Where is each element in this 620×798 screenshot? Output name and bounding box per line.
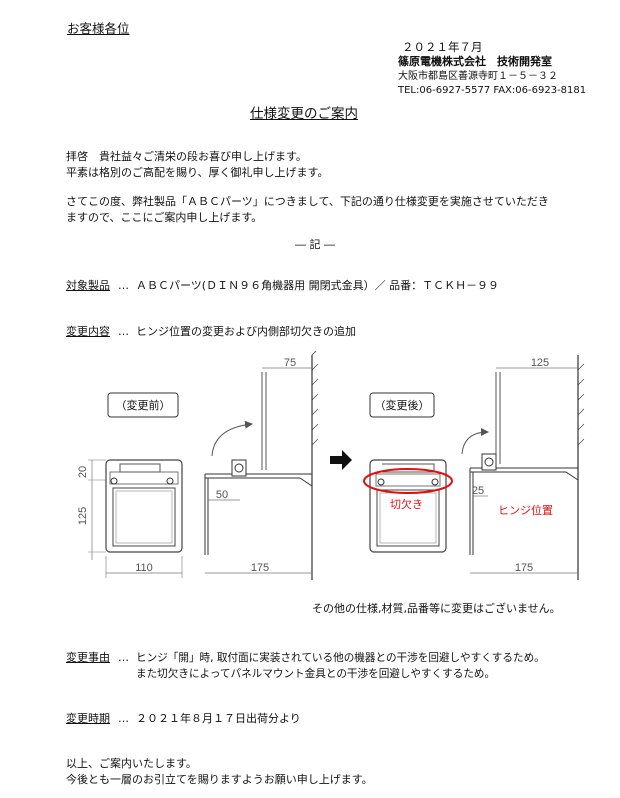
before-front-plate xyxy=(105,459,183,553)
dim-after-25: 25 xyxy=(472,485,484,497)
date: ２０２１年７月 xyxy=(402,40,483,54)
dim-before-175: 175 xyxy=(251,562,269,574)
company-address: 大阪市都島区善源寺町１－５－３２ xyxy=(398,71,558,82)
notch-label: 切欠き xyxy=(390,497,423,511)
change-label: 変更内容 xyxy=(66,325,110,338)
target-sep: … xyxy=(118,279,129,292)
reason-sep: … xyxy=(118,651,129,664)
greeting-line-2: 平素は格別のご高配を賜り、厚く御礼申し上げます。 xyxy=(66,166,329,179)
before-label: （変更前） xyxy=(116,398,171,412)
dim-after-175: 175 xyxy=(515,562,533,574)
intro-line-2: ますので、ここにご案内申し上げます。 xyxy=(66,211,263,224)
reason-label: 変更事由 xyxy=(66,651,110,664)
target-value: ＡＢＣパーツ(ＤＩＮ９６角機器用 開閉式金具）／ 品番：ＴＣＫＨ－９９ xyxy=(136,279,500,292)
company-name: 篠原電機株式会社 技術開発室 xyxy=(398,55,552,68)
timing-sep: … xyxy=(118,712,129,725)
dim-before-50: 50 xyxy=(216,489,228,501)
no-other-change-note: その他の仕様,材質,品番等に変更はございません。 xyxy=(312,602,561,615)
after-side-view: 125 25 175 xyxy=(461,355,585,580)
notch-highlight xyxy=(363,468,453,494)
spec-change-drawing: （変更前） 20 125 110 xyxy=(77,350,585,580)
timing-value: ２０２１年８月１７日出荷分より xyxy=(136,712,301,725)
before-label-box xyxy=(107,392,179,418)
ki-heading: ― 記 ― xyxy=(295,238,335,251)
addressee: お客様各位 xyxy=(67,21,130,36)
dim-before-75: 75 xyxy=(284,357,296,369)
reason-line-2: また切欠きによってパネルマウント金具との干渉を回避しやすくするため。 xyxy=(136,668,496,680)
closing-line-1: 以上、ご案内いたします。 xyxy=(66,757,197,770)
target-label: 対象製品 xyxy=(66,279,110,292)
after-view: （変更後） 切欠き 125 2 xyxy=(363,355,585,580)
greeting-line-1: 拝啓 貴社益々ご清栄の段お喜び申し上げます。 xyxy=(66,150,307,163)
page-title: 仕様変更のご案内 xyxy=(250,106,358,122)
after-front-plate xyxy=(369,459,447,553)
timing-label: 変更時期 xyxy=(66,712,110,725)
before-side-view: 75 50 175 xyxy=(204,350,319,580)
intro-line-1: さてこの度、弊社製品「ＡＢＣパーツ」につきまして、下記の通り仕様変更を実施させて… xyxy=(66,195,549,208)
before-view: （変更前） 20 125 110 xyxy=(77,350,319,580)
change-sep: … xyxy=(118,325,129,338)
after-label: （変更後） xyxy=(375,398,430,412)
dim-before-110: 110 xyxy=(135,562,153,574)
hinge-label: ヒンジ位置 xyxy=(498,503,553,517)
dim-after-125: 125 xyxy=(531,357,549,369)
company-contact: TEL:06-6927-5577 FAX:06-6923-8181 xyxy=(398,85,587,96)
dim-before-125: 125 xyxy=(77,507,89,525)
reason-line-1: ヒンジ「開」時, 取付面に実装されている他の機器との干渉を回避しやすくするため。 xyxy=(136,652,545,664)
change-arrow-icon xyxy=(330,450,352,470)
dim-before-20: 20 xyxy=(77,466,89,478)
closing-line-2: 今後とも一層のお引立てを賜りますようお願い申し上げます。 xyxy=(66,773,373,786)
after-label-box xyxy=(369,392,435,418)
change-value: ヒンジ位置の変更および内側部切欠きの追加 xyxy=(136,325,356,338)
